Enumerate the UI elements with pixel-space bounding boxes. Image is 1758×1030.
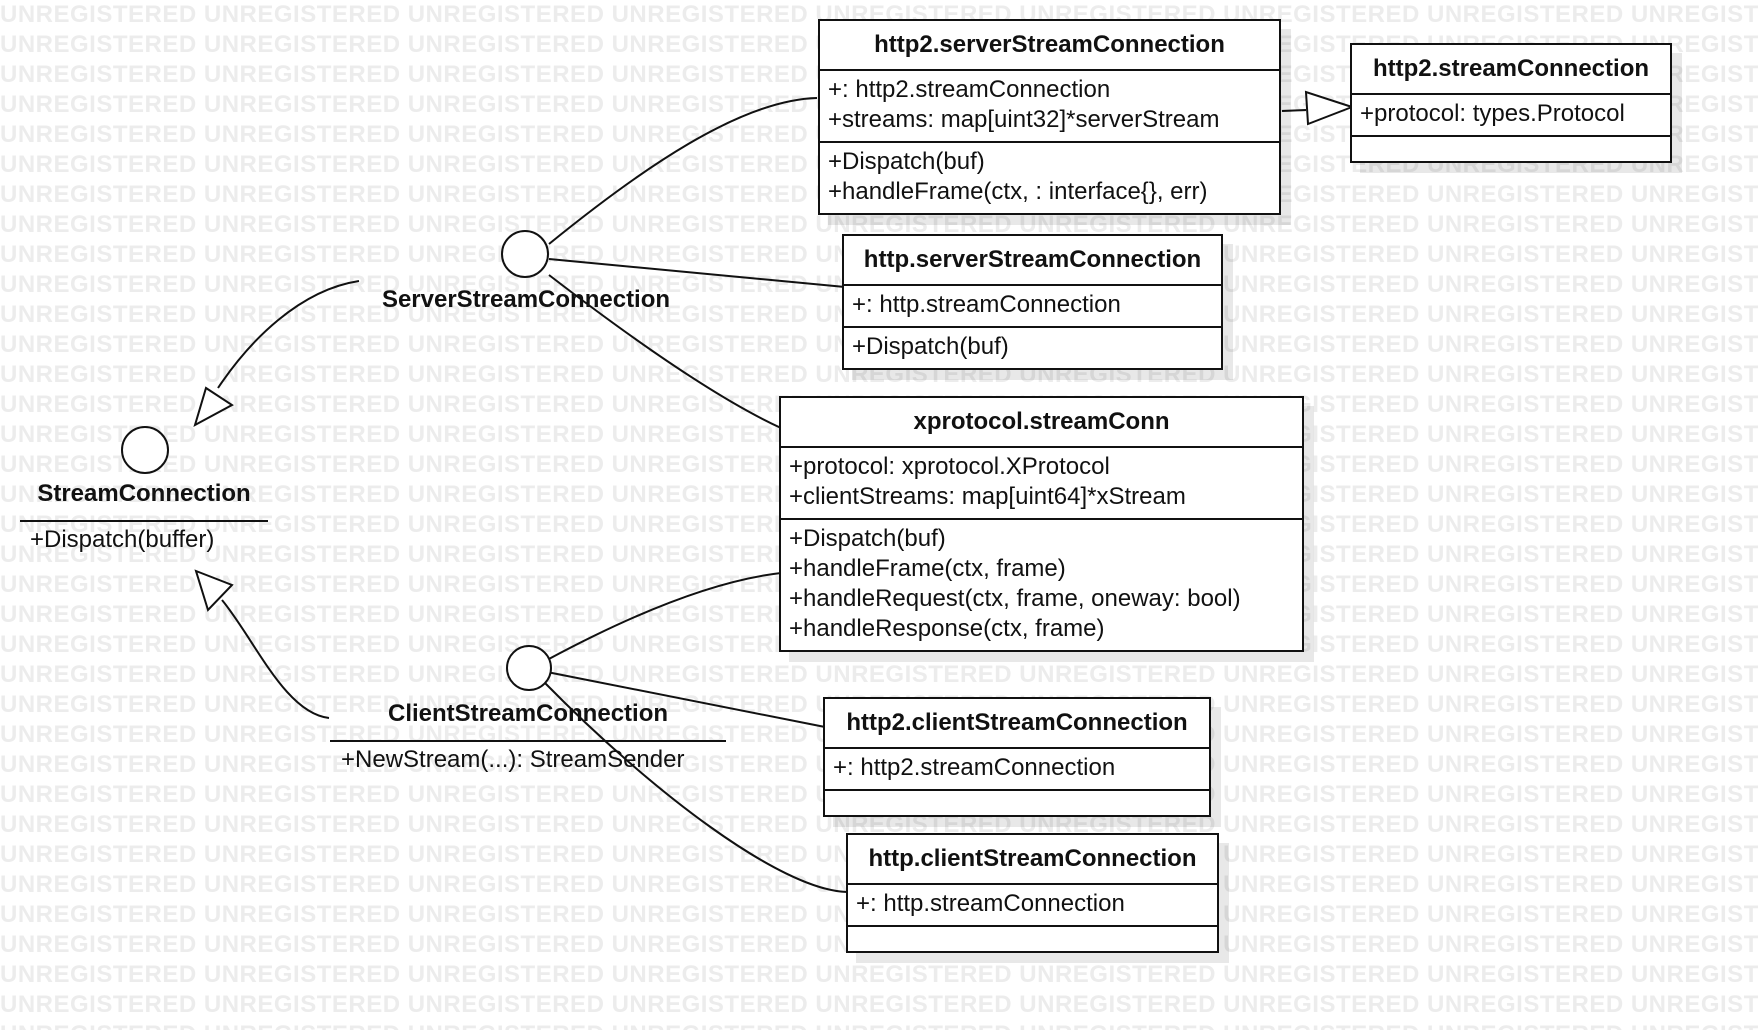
class-operation: +handleFrame(ctx, : interface{}, err) <box>828 178 1208 205</box>
class-attribute: +streams: map[uint32]*serverStream <box>828 106 1220 133</box>
class-attribute: +: http.streamConnection <box>852 291 1121 318</box>
class-operation: +Dispatch(buf) <box>852 333 1009 360</box>
generalization-client-to-stream <box>221 599 330 719</box>
generalization-arrowhead-http2-stream <box>1304 90 1355 126</box>
class-operations: +Dispatch(buf) +handleFrame(ctx, : interf… <box>820 143 1279 213</box>
generalization-arrowhead-client <box>194 569 234 612</box>
class-operations: +Dispatch(buf) +handleFrame(ctx, frame) +h… <box>781 520 1302 650</box>
class-http2-stream-connection: http2.streamConnection +protocol: types.P… <box>1350 43 1672 163</box>
client-stream-connection-divider <box>330 740 726 742</box>
class-attributes: +: http2.streamConnection +streams: map[u… <box>820 71 1279 143</box>
class-operations <box>848 927 1217 951</box>
class-name: xprotocol.streamConn <box>781 398 1302 448</box>
class-attribute: +clientStreams: map[uint64]*xStream <box>789 483 1186 510</box>
class-operations <box>1352 137 1670 161</box>
class-xprotocol-stream-conn: xprotocol.streamConn+protocol: xprotocol… <box>779 396 1304 652</box>
class-attribute: +protocol: xprotocol.XProtocol <box>789 453 1110 480</box>
realization-http2-server <box>548 97 818 245</box>
class-name: http2.streamConnection <box>1352 45 1670 95</box>
class-name: http2.serverStreamConnection <box>820 21 1279 71</box>
class-name: http2.clientStreamConnection <box>825 699 1209 749</box>
class-attribute: +: http2.streamConnection <box>828 76 1111 103</box>
generalization-http2-stream <box>1281 109 1307 112</box>
class-http-client-stream-connection: http.clientStreamConnection +: http.strea… <box>846 833 1219 953</box>
class-operation: +handleRequest(ctx, frame, oneway: bool) <box>789 585 1241 612</box>
server-stream-connection-interface-icon <box>501 230 549 278</box>
class-http-server-stream-connection: http.serverStreamConnection +: http.strea… <box>842 234 1223 370</box>
stream-connection-interface-name: StreamConnection <box>37 480 251 507</box>
generalization-arrowhead-server <box>193 386 234 428</box>
class-http2-server-stream-connection: http2.serverStreamConnection+: http2.str… <box>818 19 1281 215</box>
realization-http-client <box>544 682 848 893</box>
class-attribute: +: http2.streamConnection <box>833 754 1116 781</box>
class-attributes: +: http.streamConnection <box>848 885 1217 927</box>
stream-connection-interface-icon <box>121 426 169 474</box>
realization-xprotocol-client <box>546 572 782 661</box>
class-attribute: +: http.streamConnection <box>856 890 1125 917</box>
class-operation: +Dispatch(buf) <box>789 525 946 552</box>
class-attributes: +protocol: xprotocol.XProtocol +clientStr… <box>781 448 1302 520</box>
class-http2-client-stream-connection: http2.clientStreamConnection +: http2.str… <box>823 697 1211 817</box>
class-attributes: +: http.streamConnection <box>844 286 1221 328</box>
class-attributes: +protocol: types.Protocol <box>1352 95 1670 137</box>
class-operation: +handleResponse(ctx, frame) <box>789 615 1105 642</box>
class-operation: +handleFrame(ctx, frame) <box>789 555 1066 582</box>
stream-connection-divider <box>20 520 268 522</box>
realization-http2-client <box>546 671 826 728</box>
realization-http-server <box>548 258 846 288</box>
client-stream-connection-interface-name: ClientStreamConnection <box>387 700 669 727</box>
class-name: http.serverStreamConnection <box>844 236 1221 286</box>
class-attributes: +: http2.streamConnection <box>825 749 1209 791</box>
stream-connection-op: +Dispatch(buffer) <box>30 526 215 553</box>
class-operations: +Dispatch(buf) <box>844 328 1221 368</box>
class-name: http.clientStreamConnection <box>848 835 1217 885</box>
generalization-server-to-stream <box>217 280 360 389</box>
realization-xprotocol-server <box>548 274 782 429</box>
class-operations <box>825 791 1209 815</box>
class-attribute: +protocol: types.Protocol <box>1360 100 1625 127</box>
client-stream-connection-interface-icon <box>506 645 552 691</box>
class-operation: +Dispatch(buf) <box>828 148 985 175</box>
client-stream-connection-op: +NewStream(...): StreamSender <box>341 746 685 773</box>
server-stream-connection-interface-name: ServerStreamConnection <box>381 286 671 313</box>
